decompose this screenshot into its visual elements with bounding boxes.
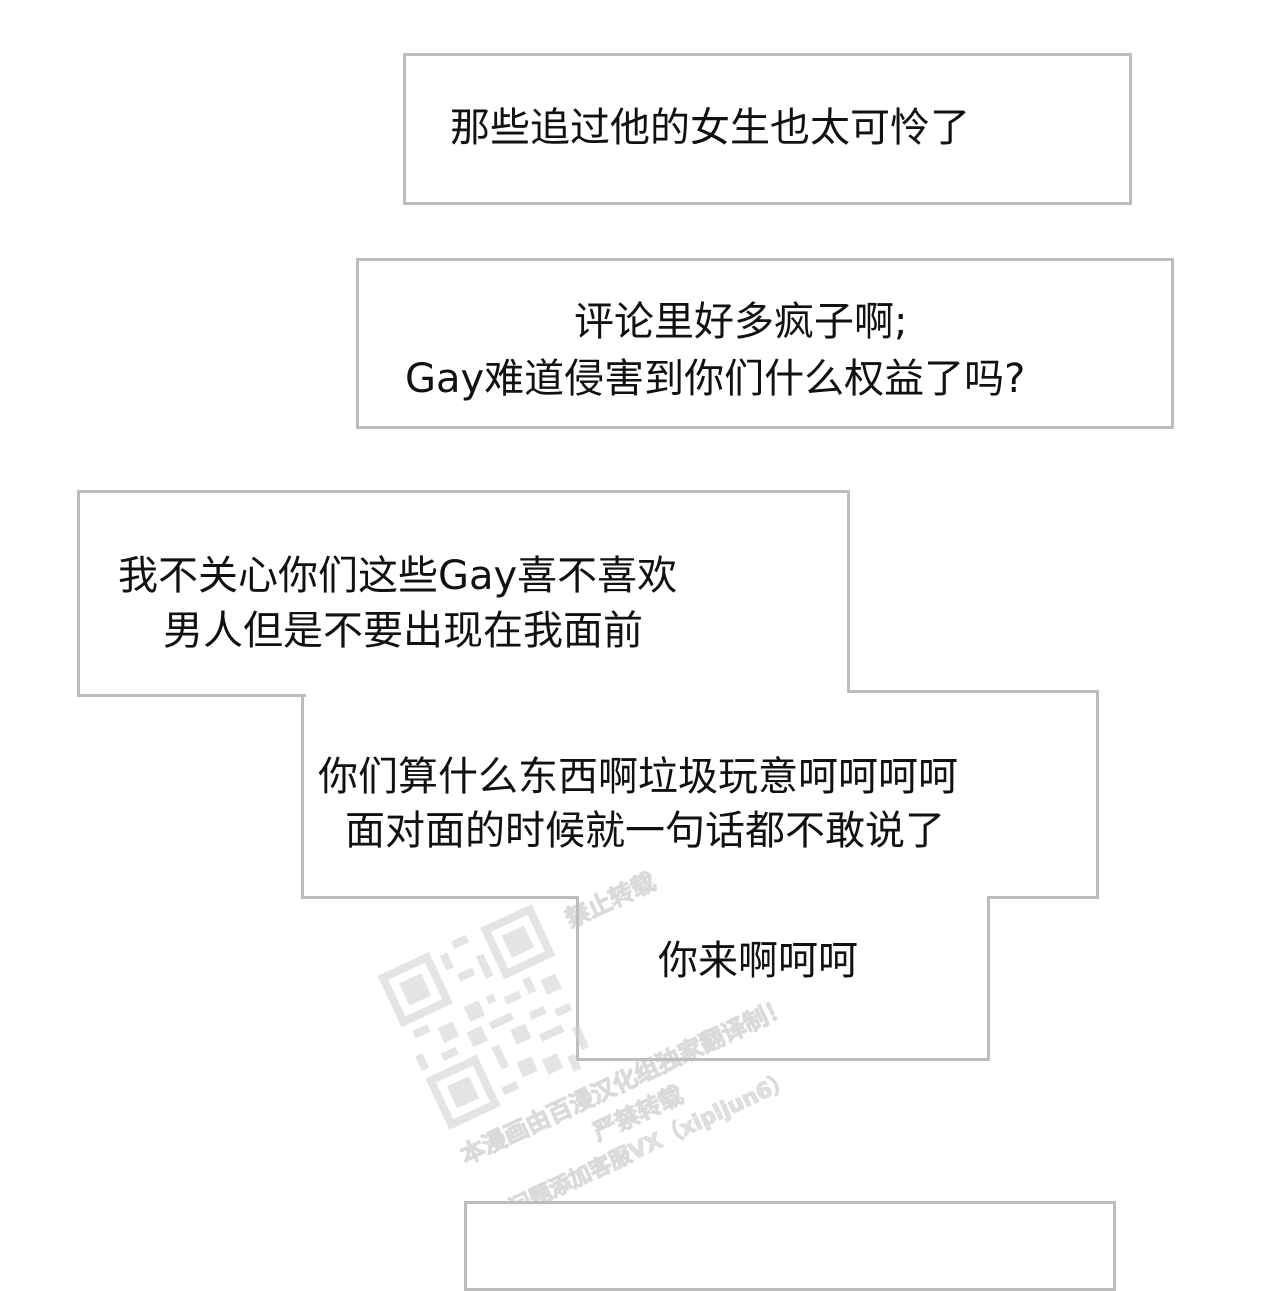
speech-box-3-bottom-edge [77,694,306,697]
speech-box-4-right-edge [1096,690,1099,899]
speech-box-5-left-edge [576,896,579,1061]
speech-box-2-line-1: 评论里好多疯子啊; [574,299,908,345]
speech-box-2-line-2: Gay难道侵害到你们什么权益了吗? [405,356,1026,402]
qr-code-icon [377,904,590,1130]
speech-box-3-left-edge [77,490,80,697]
speech-box-3-line-1: 我不关心你们这些Gay喜不喜欢 [118,553,678,599]
speech-box-4-bottom-right-edge [987,896,1099,899]
speech-box-4-top-edge [847,690,1099,693]
speech-box-4-line-2: 面对面的时候就一句话都不敢说了 [345,808,945,854]
speech-box-5-text: 你来啊呵呵 [658,938,858,984]
speech-box-4-line-1: 你们算什么东西啊垃圾玩意呵呵呵呵 [318,754,958,800]
speech-box-3-top-edge [77,490,850,493]
speech-box-4-bottom-left-edge [301,896,579,899]
speech-box-3-line-2: 男人但是不要出现在我面前 [163,608,643,654]
speech-box-5-right-edge [987,896,990,1061]
speech-box-2 [356,258,1174,429]
speech-box-3-right-edge [847,490,850,693]
watermark-text-3: 严禁转载 [588,1080,688,1147]
speech-box-cluster-bg [80,493,847,695]
speech-box-1-text: 那些追过他的女生也太可怜了 [450,105,970,151]
speech-box-6 [464,1201,1116,1291]
speech-box-4-left-edge [301,694,304,899]
speech-box-5-bottom-edge [576,1058,990,1061]
speech-box-1 [403,53,1132,205]
